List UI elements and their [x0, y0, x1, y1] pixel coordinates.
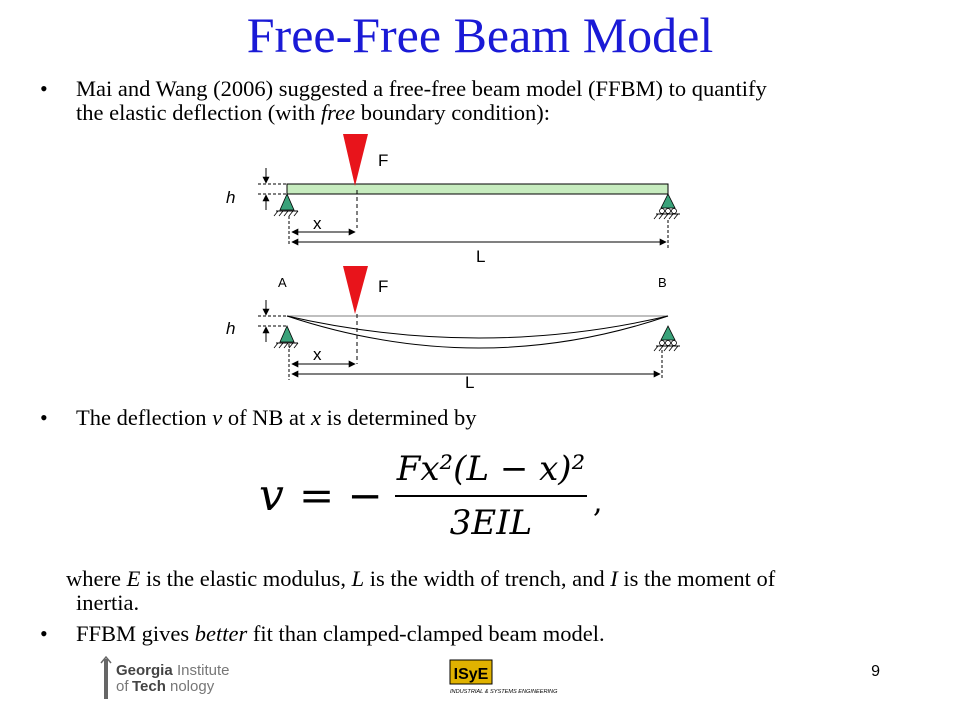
gt-logo-text: Institute	[177, 662, 230, 679]
bullet-dot: •	[40, 76, 48, 101]
length-label-top: L	[476, 247, 485, 266]
slide-title: Free-Free Beam Model	[246, 7, 714, 63]
slide-number: 9	[871, 663, 880, 680]
bullet-3-text: FFBM gives	[76, 621, 195, 646]
force-label-top: F	[378, 151, 388, 170]
gt-logo-text: Georgia	[116, 662, 173, 679]
bullet-dot: •	[40, 405, 48, 430]
deflected-beam-upper	[286, 315, 669, 339]
bullet-2-text: The deflection	[76, 405, 213, 430]
bullet-3-text: fit than clamped-clamped beam model.	[247, 621, 605, 646]
roller-support-bottom	[660, 325, 676, 341]
where-line-1: where E is the elastic modulus, L is the…	[66, 567, 946, 591]
deflection-formula: v = − Fx²(L − x)² 3EIL ,	[259, 449, 603, 543]
support-a-label: A	[278, 275, 287, 290]
bullet-3-emphasis: better	[194, 621, 248, 646]
bullet-2: The deflection v of NB at x is determine…	[76, 406, 477, 430]
variable-v: v	[212, 405, 223, 430]
bullet-2-text: of NB at	[222, 405, 311, 430]
force-arrow-top	[343, 134, 368, 186]
beam-rect	[286, 183, 669, 195]
bullet-1-line-1: Mai and Wang (2006) suggested a free-fre…	[76, 76, 767, 101]
formula-equals: = −	[299, 471, 383, 520]
variable-e: E	[126, 566, 141, 591]
where-paragraph: where E is the elastic modulus, L is the…	[66, 567, 946, 615]
variable-i: I	[610, 566, 618, 591]
variable-l: L	[351, 566, 365, 591]
force-arrow-bottom	[343, 266, 368, 314]
length-label-bottom: L	[465, 373, 474, 390]
pin-support-top	[279, 193, 295, 211]
bullet-1: Mai and Wang (2006) suggested a free-fre…	[76, 77, 936, 125]
gt-logo-text: of	[116, 678, 129, 695]
deflected-beam-lower	[286, 315, 669, 349]
georgia-tech-logo: Georgia Institute of Tech nology	[100, 655, 230, 699]
bullet-dot: •	[40, 621, 48, 646]
isye-logo-text: ISyE	[454, 666, 489, 683]
formula-comma: ,	[593, 485, 603, 520]
gt-logo-text: nology	[170, 678, 215, 695]
roller-support-top	[660, 193, 676, 209]
x-label-top: x	[313, 214, 322, 233]
bullet-1-emphasis: free	[320, 100, 356, 125]
variable-x: x	[310, 405, 321, 430]
where-text: is the width of trench, and	[364, 566, 611, 591]
pin-support-bottom	[279, 325, 295, 343]
formula-lhs: v	[259, 470, 284, 521]
formula-denominator: 3EIL	[450, 503, 532, 543]
bullet-1-text: the elastic deflection (with	[76, 100, 321, 125]
height-label-bottom: h	[226, 319, 235, 338]
isye-caption: INDUSTRIAL & SYSTEMS ENGINEERING	[450, 689, 558, 695]
where-text: is the elastic modulus,	[140, 566, 352, 591]
force-label-bottom: F	[378, 277, 388, 296]
bullet-1-text: boundary condition):	[355, 100, 551, 125]
where-line-2: inertia.	[76, 590, 140, 615]
where-text: where	[66, 566, 127, 591]
formula-numerator: Fx²(L − x)²	[396, 449, 585, 489]
x-label-bottom: x	[313, 345, 322, 364]
undeflected-beam-diagram: F h x L	[226, 134, 680, 266]
height-label-top: h	[226, 188, 235, 207]
where-text: is the moment of	[617, 566, 776, 591]
support-b-label: B	[658, 275, 667, 290]
bullet-3: FFBM gives better fit than clamped-clamp…	[76, 622, 605, 646]
bullet-2-text: is determined by	[320, 405, 477, 430]
isye-logo: ISyE INDUSTRIAL & SYSTEMS ENGINEERING	[449, 659, 558, 695]
beam-diagram: F h x L	[226, 134, 680, 390]
gt-logo-text: Tech	[132, 678, 166, 695]
deflected-beam-diagram: A B F h	[226, 266, 680, 390]
bullet-1-line-2: the elastic deflection (with free bounda…	[76, 101, 936, 125]
